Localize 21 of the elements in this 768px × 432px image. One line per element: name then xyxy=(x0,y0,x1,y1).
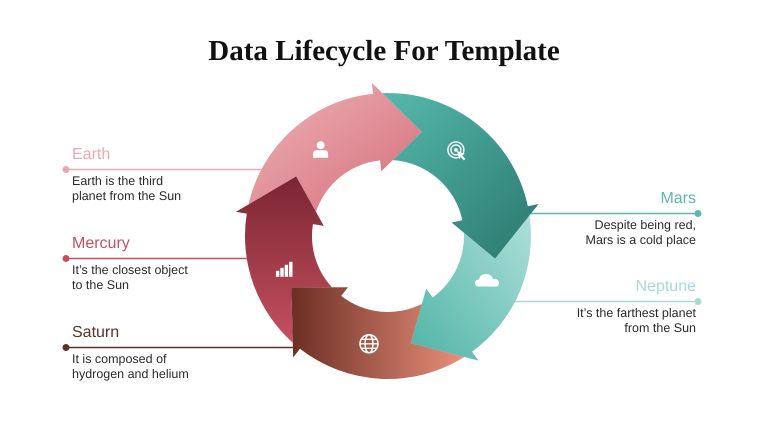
cycle-arrow-segment xyxy=(248,82,422,212)
callout-heading: Mercury xyxy=(72,234,131,254)
cycle-arrow-segment xyxy=(410,215,531,361)
callout-heading: Neptune xyxy=(634,276,696,296)
leader-line xyxy=(515,298,702,305)
leader-line xyxy=(62,166,262,173)
title: Data Lifecycle For Template xyxy=(207,34,561,68)
callout-heading: Mars xyxy=(659,188,696,208)
callout-heading: Saturn xyxy=(72,322,120,342)
callout-text: Earth is the third planet from the Sun xyxy=(72,174,182,204)
cycle-arrow-segment xyxy=(291,287,464,379)
callout-text: It is composed of hydrogen and helium xyxy=(72,352,190,382)
callout-heading: Earth xyxy=(72,144,112,164)
leader-line xyxy=(62,344,293,351)
cycle-arrow-segment xyxy=(236,176,332,343)
callout-text: It’s the closest object to the Sun xyxy=(72,262,189,292)
callout-text: It’s the farthest planet from the Sun xyxy=(576,306,696,336)
callout-text: Despite being red, Mars is a cold place xyxy=(584,218,696,248)
leader-line xyxy=(531,210,702,217)
cycle-arrow-segment xyxy=(382,93,539,259)
leader-line xyxy=(62,255,247,262)
